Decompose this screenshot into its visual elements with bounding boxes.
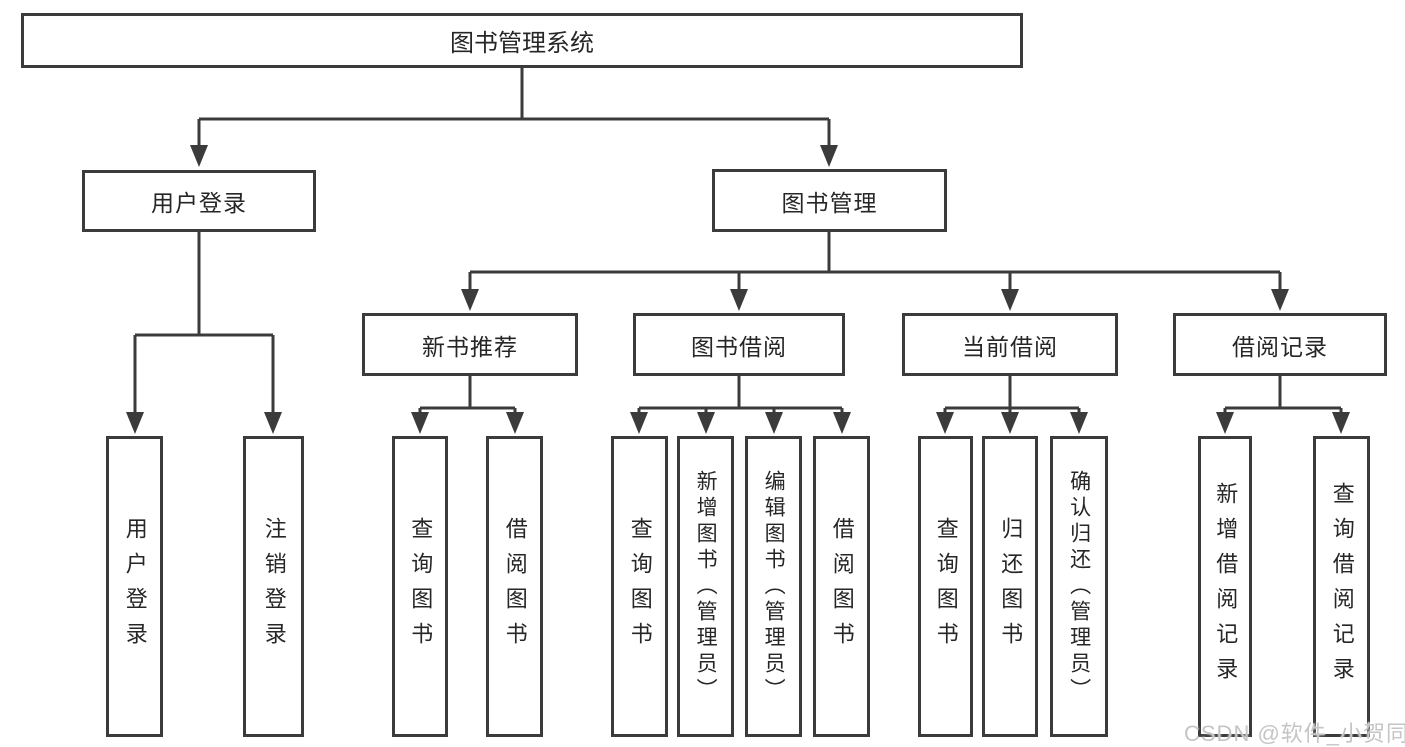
node-user-login: 用户登录	[82, 170, 316, 232]
node-label: 图书管理	[781, 189, 878, 216]
node-label: 查询图书	[627, 516, 653, 657]
node-book-borrowing: 图书借阅	[633, 313, 845, 376]
node-label: 注销登录	[261, 516, 287, 657]
node-label: 新增图书（管理员）	[694, 469, 718, 704]
node-label: 新书推荐	[422, 333, 518, 360]
watermark: CSDN @软件_小贺同学	[1184, 721, 1405, 746]
leaf-add-books-admin: 新增图书（管理员）	[677, 436, 734, 737]
leaf-return-books: 归还图书	[982, 436, 1038, 737]
node-book-management-system: 图书管理系统	[21, 13, 1023, 68]
node-label: 借阅图书	[502, 516, 528, 657]
leaf-edit-books-admin: 编辑图书（管理员）	[745, 436, 802, 737]
leaf-query-books-borrowing: 查询图书	[611, 436, 668, 737]
connector-bookmgmt-to-level3	[468, 232, 1282, 295]
node-label: 编辑图书（管理员）	[762, 469, 786, 704]
node-book-management: 图书管理	[712, 169, 947, 232]
node-label: 图书管理系统	[450, 30, 594, 57]
leaf-add-borrow-record: 新增借阅记录	[1198, 436, 1252, 737]
leaf-borrow-books-borrowing: 借阅图书	[813, 436, 870, 737]
leaf-query-books-newbook: 查询图书	[392, 436, 448, 737]
node-new-book-recommend: 新书推荐	[362, 313, 578, 376]
connector-newbook-to-leaves	[418, 376, 517, 418]
node-label: 图书借阅	[691, 333, 787, 360]
node-label: 借阅记录	[1232, 333, 1328, 360]
connector-root-to-level2	[197, 67, 831, 150]
connector-bookborrow-to-leaves	[637, 376, 844, 418]
leaf-user-login: 用户登录	[106, 436, 163, 737]
node-label: 用户登录	[151, 190, 247, 216]
node-borrowing-records: 借阅记录	[1173, 313, 1387, 376]
node-label: 查询图书	[933, 516, 959, 657]
node-label: 借阅图书	[829, 516, 855, 657]
leaf-borrow-books-newbook: 借阅图书	[486, 436, 543, 737]
node-current-borrowing: 当前借阅	[902, 313, 1118, 376]
node-label: 查询借阅记录	[1329, 481, 1355, 692]
node-label: 确认归还（管理员）	[1067, 469, 1091, 704]
connector-currentborrow-to-leaves	[943, 376, 1081, 418]
node-label: 用户登录	[122, 516, 148, 657]
connector-records-to-leaves	[1223, 376, 1343, 418]
leaf-query-books-current: 查询图书	[918, 436, 973, 737]
leaf-confirm-return-admin: 确认归还（管理员）	[1050, 436, 1108, 737]
node-label: 查询图书	[408, 516, 434, 657]
node-label: 当前借阅	[962, 333, 1058, 360]
leaf-query-borrow-record: 查询借阅记录	[1313, 436, 1370, 737]
leaf-logout-login: 注销登录	[243, 436, 304, 737]
connector-userlogin-to-leaves	[133, 232, 275, 418]
node-label: 新增借阅记录	[1213, 481, 1239, 692]
node-label: 归还图书	[998, 516, 1024, 657]
